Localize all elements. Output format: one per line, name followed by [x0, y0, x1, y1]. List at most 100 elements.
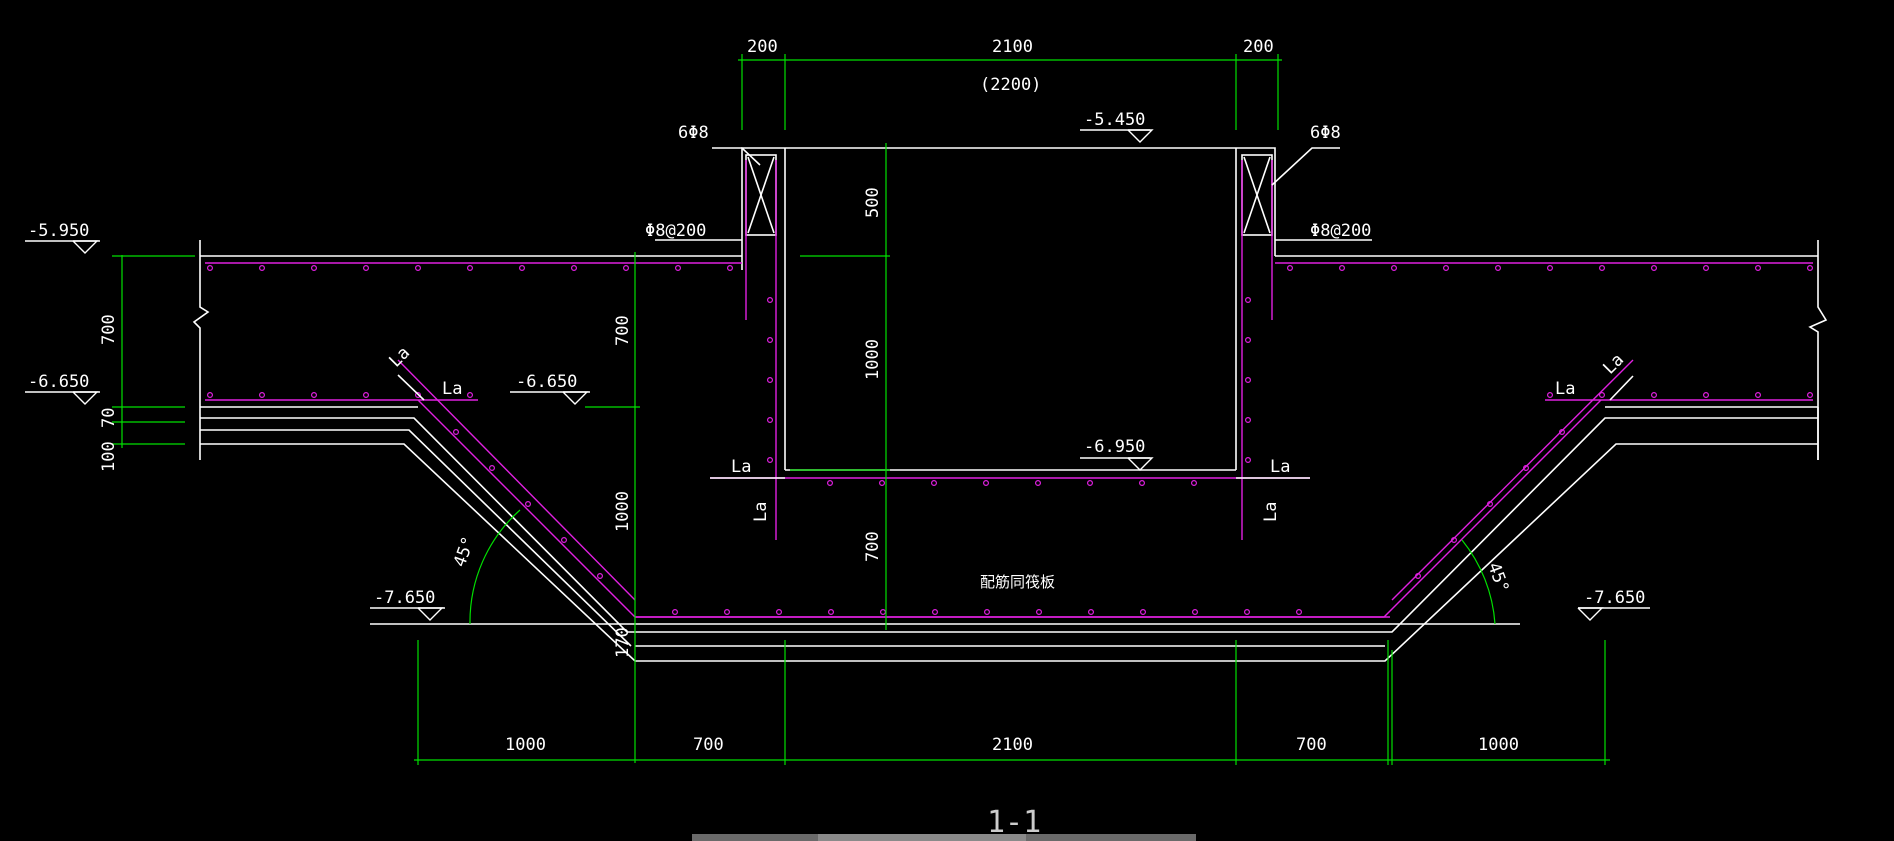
level-base-left: -7.650	[374, 588, 435, 608]
rebar-dot	[415, 392, 422, 399]
scrollbar-thumb[interactable]	[818, 834, 1026, 841]
rebar-dot	[930, 480, 937, 487]
la-pit-left-h: La	[731, 457, 751, 477]
rebar-dot	[524, 501, 531, 508]
rebar-dot	[878, 480, 885, 487]
rebar-dot	[1702, 392, 1709, 399]
rebar-dot	[1035, 608, 1042, 615]
rebar-dot	[363, 265, 370, 272]
rebar-dot	[467, 392, 474, 399]
rebar-dot	[1754, 392, 1761, 399]
la-right-diag: La	[1599, 350, 1628, 379]
rebar-dot	[1650, 392, 1657, 399]
rebar-dot	[1244, 457, 1251, 464]
angle-left: 45°	[450, 534, 479, 570]
level-base-right: -7.650	[1584, 588, 1645, 608]
angle-right: 45°	[1483, 560, 1512, 596]
rebar-dot	[1086, 480, 1093, 487]
rebar-dot	[1138, 480, 1145, 487]
rebar-right-bars: 6Φ8	[1310, 123, 1341, 143]
level-slab-bottom-left: -6.650	[28, 372, 89, 392]
la-pit-right-h: La	[1270, 457, 1290, 477]
rebar-dot	[1338, 265, 1345, 272]
rebar-dot	[1087, 608, 1094, 615]
rebar-dot	[723, 608, 730, 615]
rebar-dot	[207, 265, 214, 272]
dim-bottom-5: 1000	[1478, 735, 1519, 755]
rebar-dot	[1244, 297, 1251, 304]
rebar-dot	[1598, 392, 1605, 399]
rebar-left-stirrup: Φ8@200	[645, 221, 706, 241]
level-pit-bottom: -6.950	[1084, 437, 1145, 457]
level-slab-bottom-mid: -6.650	[516, 372, 577, 392]
rebar-dot	[415, 265, 422, 272]
rebar-dot	[489, 465, 496, 472]
rebar-dot	[1598, 265, 1605, 272]
rebar-dot	[671, 608, 678, 615]
rebar-dot	[560, 536, 567, 543]
la-left-diag: La	[385, 343, 414, 372]
rebar-dot	[1558, 429, 1565, 436]
dim-mid-1000: 1000	[613, 491, 633, 532]
rebar-dot	[1286, 265, 1293, 272]
rebar-dot	[596, 572, 603, 579]
rebar-dot	[1486, 501, 1493, 508]
rebar-dot	[674, 265, 681, 272]
rebar-dot	[1442, 265, 1449, 272]
rebar-dot	[931, 608, 938, 615]
rebar-dot	[453, 429, 460, 436]
level-markers	[25, 129, 1650, 621]
dim-inner-700: 700	[863, 531, 883, 562]
rebar-dot	[1295, 608, 1302, 615]
rebar-dot	[259, 392, 266, 399]
rebar-dot	[1546, 392, 1553, 399]
dimension-lines	[112, 54, 1610, 765]
rebar-dot	[1244, 337, 1251, 344]
rebar-dot	[982, 480, 989, 487]
la-left-top: La	[442, 379, 462, 399]
rebar-dot	[1522, 465, 1529, 472]
rebar-left-bars: 6Φ8	[678, 123, 709, 143]
dim-left-b: 100	[99, 441, 119, 472]
rebar-right-stirrup: Φ8@200	[1310, 221, 1371, 241]
dim-top-left: 200	[747, 37, 778, 57]
rebar-dot	[1702, 265, 1709, 272]
dim-bottom-1: 1000	[505, 735, 546, 755]
rebar-dot	[207, 392, 214, 399]
rebar-dot	[1191, 608, 1198, 615]
note-reinforcement: 配筋同筏板	[980, 573, 1055, 591]
rebar-dot	[726, 265, 733, 272]
rebar-dot	[1243, 608, 1250, 615]
la-pit-left-v: La	[751, 502, 771, 522]
rebar-dot	[766, 377, 773, 384]
rebar-dot	[467, 265, 474, 272]
rebar-dot	[1414, 572, 1421, 579]
dim-mid-700: 700	[613, 315, 633, 346]
rebar-dot	[1546, 265, 1553, 272]
rebar-dot	[1450, 536, 1457, 543]
la-right-top: La	[1555, 379, 1575, 399]
rebar-dot	[766, 297, 773, 304]
rebar-dot	[622, 265, 629, 272]
rebar-dot	[1244, 417, 1251, 424]
rebar-dot	[826, 480, 833, 487]
rebar-dot	[311, 265, 318, 272]
concrete-outline	[192, 147, 1828, 662]
rebar-dot	[1806, 265, 1813, 272]
dim-top-mid: 2100	[992, 37, 1033, 57]
rebar-dots	[207, 265, 1813, 615]
rebar-dot	[363, 392, 370, 399]
rebar-dot	[1650, 265, 1657, 272]
rebar-dot	[1139, 608, 1146, 615]
dim-bottom-2: 700	[693, 735, 724, 755]
rebar-dot	[766, 337, 773, 344]
rebar-dot	[311, 392, 318, 399]
rebar-dot	[1390, 265, 1397, 272]
rebar-dot	[1806, 392, 1813, 399]
dim-inner-1000: 1000	[863, 339, 883, 380]
rebar-dot	[1494, 265, 1501, 272]
rebar-dot	[879, 608, 886, 615]
level-top-slab: -5.950	[28, 221, 89, 241]
rebar-dot	[775, 608, 782, 615]
leaders	[397, 147, 1634, 479]
